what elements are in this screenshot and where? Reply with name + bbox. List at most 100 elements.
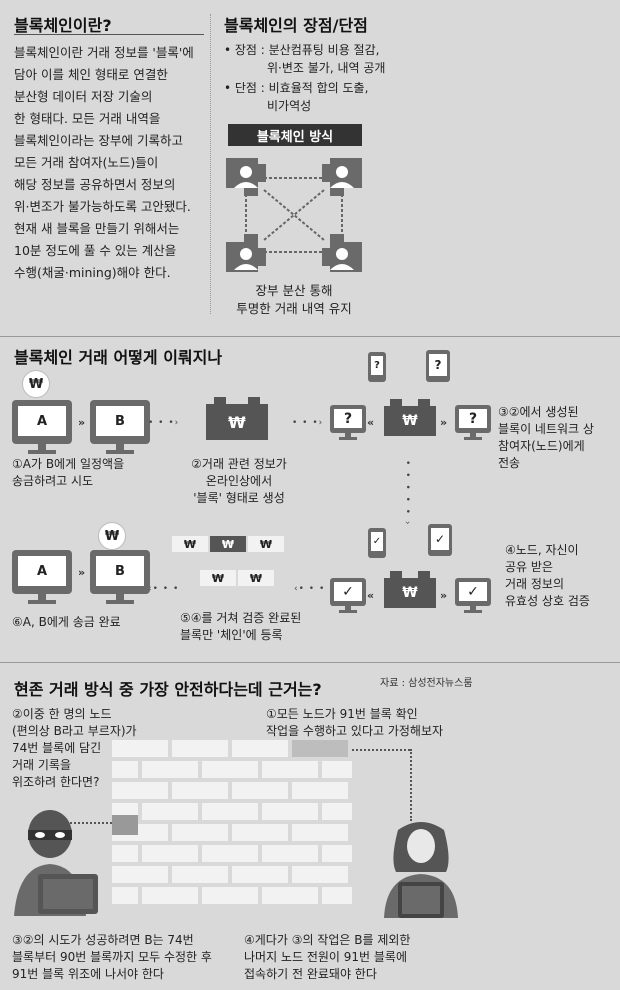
brick — [322, 845, 352, 862]
method-caption-2: 투명한 거래 내역 유지 — [236, 301, 352, 316]
left-description-line: 블록체인이란 거래 정보를 '블록'에 — [14, 45, 194, 60]
brick — [142, 887, 198, 904]
step-3-line: 전송 — [498, 456, 521, 470]
cons-line: • 단점 : 비효율적 합의 도출, — [224, 81, 369, 95]
tablet-check-icon: ✓ — [428, 524, 452, 556]
dotted-arrow-left-icon: ‹• • • — [294, 584, 326, 594]
monitor-a: A — [12, 550, 72, 604]
method-caption-1: 장부 분산 통해 — [255, 283, 333, 298]
step-2-line: '블록' 형태로 생성 — [193, 491, 285, 505]
left-title: 블록체인이란? — [14, 16, 112, 35]
brick — [232, 824, 288, 841]
left-description-line: 블록체인이라는 장부에 기록하고 — [14, 133, 183, 148]
brick — [172, 782, 228, 799]
brick-wall — [112, 740, 352, 910]
left-description-line: 분산형 데이터 저장 기술의 — [14, 89, 153, 104]
step-1-line: 송금하려고 시도 — [12, 474, 94, 488]
dotted-arrow-down-icon: • • • • • › — [402, 460, 412, 527]
block-icon: ₩ — [384, 571, 436, 608]
left-description-line: 현재 새 블록을 만들기 위해서는 — [14, 221, 180, 236]
section-divider-2 — [0, 662, 620, 663]
brick — [232, 782, 288, 799]
pros-line: • 장점 : 분산컴퓨팅 비용 절감, — [224, 43, 380, 57]
arrow-left-icon: « — [367, 416, 374, 429]
brick — [262, 845, 318, 862]
note-2-line: 74번 블록에 담긴 — [12, 741, 102, 755]
left-description-line: 10분 정도에 풀 수 있는 계산을 — [14, 243, 177, 258]
monitor-b: B — [90, 400, 150, 454]
note-4-line: 접속하기 전 완료돼야 한다 — [244, 967, 377, 981]
arrow-right-icon: » — [78, 416, 85, 429]
brick — [172, 866, 228, 883]
brick — [202, 803, 258, 820]
node-monitor-question: ? — [455, 405, 491, 440]
note-2-line: ②이중 한 명의 노드 — [12, 707, 112, 721]
step-2-line: 온라인상에서 — [205, 474, 273, 488]
step-5-line: 블록만 '체인'에 등록 — [180, 628, 283, 642]
brick — [172, 740, 228, 757]
section-divider-1 — [0, 336, 620, 337]
note-3-line: 블록부터 90번 블록까지 모두 수정한 후 — [12, 950, 212, 964]
monitor-a: A — [12, 400, 72, 454]
left-description-line: 위·변조가 불가능하도록 고안됐다. — [14, 199, 191, 214]
dotted-arrow-left-icon: ‹• • • — [148, 584, 180, 594]
brick — [112, 761, 138, 778]
step-3-line: 참여자(노드)에게 — [498, 439, 585, 453]
phone-question-icon: ? — [368, 352, 386, 382]
block-icon: ₩ — [384, 399, 436, 436]
step-3-line: ③②에서 생성된 — [498, 405, 579, 419]
step-4-line: 거래 정보의 — [505, 577, 565, 591]
right-title: 블록체인의 장점/단점 — [224, 16, 368, 35]
method-title: 블록체인 방식 — [228, 124, 362, 146]
note-3-line: ③②의 시도가 성공하려면 B는 74번 — [12, 933, 194, 947]
dotted-arrow-icon: • • •› — [148, 418, 180, 428]
dotted-arrow-icon: • • •› — [292, 418, 324, 428]
brick — [262, 887, 318, 904]
note-4-line: 나머지 노드 전원이 91번 블록에 — [244, 950, 408, 964]
note-1-line: 작업을 수행하고 있다고 가정해보자 — [266, 724, 444, 738]
brick — [112, 887, 138, 904]
step-2-line: ②거래 관련 정보가 — [191, 457, 287, 471]
safety-title: 현존 거래 방식 중 가장 안전하다는데 근거는? — [14, 680, 322, 699]
left-description-line: 한 형태다. 모든 거래 내역을 — [14, 111, 161, 126]
node-monitor-question: ? — [330, 405, 366, 440]
brick — [232, 740, 288, 757]
brick — [202, 845, 258, 862]
column-divider — [210, 14, 211, 314]
brick — [322, 803, 352, 820]
note-2-line: 위조하려 한다면? — [12, 775, 100, 789]
brick — [172, 824, 228, 841]
arrow-right-icon: » — [440, 589, 447, 602]
note-1-line: ①모든 노드가 91번 블록 확인 — [266, 707, 418, 721]
arrow-right-icon: » — [78, 566, 85, 579]
node-user-figure-icon — [384, 822, 458, 918]
forged-block — [112, 815, 138, 835]
brick — [112, 866, 168, 883]
brick — [262, 803, 318, 820]
brick — [142, 803, 198, 820]
brick — [322, 887, 352, 904]
brick — [262, 761, 318, 778]
step-3-line: 블록이 네트워크 상 — [498, 422, 594, 436]
coin-icon: ₩ — [22, 370, 50, 398]
left-description-line: 수행(채굴·mining)해야 한다. — [14, 265, 171, 280]
brick — [202, 887, 258, 904]
note-4-line: ④게다가 ③의 작업은 B를 제외한 — [244, 933, 411, 947]
brick — [232, 866, 288, 883]
brick — [322, 761, 352, 778]
brick — [292, 740, 348, 757]
node-monitor-check: ✓ — [330, 578, 366, 613]
step-1-line: ①A가 B에게 일정액을 — [12, 457, 125, 471]
hacker-figure-icon — [14, 810, 98, 916]
note-3-line: 91번 블록 위조에 나서야 한다 — [12, 967, 164, 981]
arrow-left-icon: « — [367, 589, 374, 602]
step-4-line: 공유 받은 — [505, 560, 553, 574]
connector-line — [70, 822, 112, 824]
